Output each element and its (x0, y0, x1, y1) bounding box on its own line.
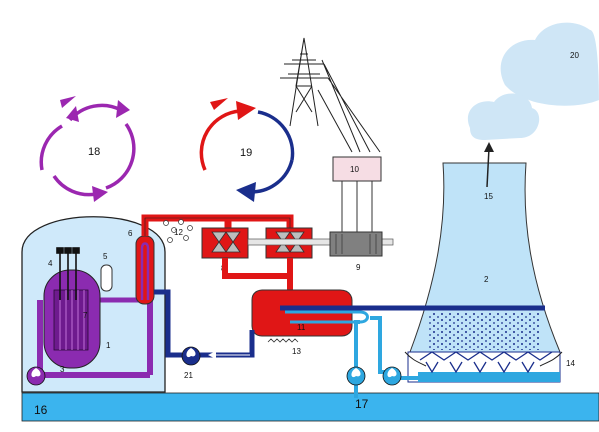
cooling-tower-fill-media (427, 312, 539, 350)
spray-triangles (419, 351, 553, 374)
control-rods (56, 247, 80, 300)
basin-water (418, 372, 560, 382)
air-inlet-arrow-left (404, 351, 427, 367)
transformer-leads (341, 181, 373, 232)
label-7: 7 (83, 311, 88, 320)
pressurizer (100, 264, 113, 292)
label-17: 17 (355, 397, 369, 411)
reactor-core (53, 289, 89, 351)
cloud-large (500, 22, 599, 106)
main-steam-line-outline (144, 217, 291, 236)
hp-turbine-blades (211, 231, 241, 253)
label-12: 12 (174, 228, 183, 237)
steam-bubbles (163, 219, 193, 243)
cooling-water-pump-1-icon[interactable] (346, 366, 366, 386)
fuel-rods (59, 290, 85, 350)
label-11: 11 (297, 323, 306, 332)
label-1: 1 (106, 341, 111, 350)
label-13: 13 (292, 347, 301, 356)
feedwater-line (154, 289, 255, 358)
steam-generator (135, 235, 155, 305)
condenser-cooling-coil (285, 310, 369, 324)
generator (329, 231, 383, 257)
steam-generator-tubes (140, 242, 150, 300)
feedwater-pump-icon[interactable] (181, 346, 201, 366)
label-20: 20 (570, 51, 579, 60)
label-10: 10 (350, 165, 359, 174)
label-18: 18 (88, 146, 100, 158)
cooling-water-pump-2-icon[interactable] (382, 366, 402, 386)
label-6: 6 (128, 229, 133, 238)
label-16: 16 (34, 403, 48, 417)
ground-strip (21, 392, 599, 422)
label-14: 14 (566, 359, 575, 368)
cloud-small (467, 93, 540, 140)
primary-pump-icon[interactable] (26, 366, 46, 386)
transmission-tower-icon (280, 37, 381, 153)
label-15: 15 (484, 192, 493, 201)
label-21: 21 (184, 371, 193, 380)
feedwater-flow-arrowhead (208, 351, 216, 359)
label-5: 5 (103, 252, 108, 261)
label-9: 9 (356, 263, 361, 272)
tower-vapour-arrow (486, 147, 490, 188)
heat-sink-zigzag (267, 338, 299, 343)
air-inlet-arrow-right (539, 351, 563, 367)
primary-cycle-circular-arrows-icon (39, 96, 136, 202)
cooling-water-supply-line (354, 316, 430, 398)
transformer-box (332, 156, 382, 182)
generator-stripes (335, 234, 377, 254)
secondary-cycle-circular-arrows-icon (199, 98, 295, 202)
tower-vapour-arrowhead (484, 142, 494, 152)
label-4: 4 (48, 259, 53, 268)
label-2: 2 (484, 275, 489, 284)
turbine-shaft (247, 238, 394, 246)
label-19: 19 (240, 147, 252, 159)
label-3: 3 (60, 365, 65, 374)
